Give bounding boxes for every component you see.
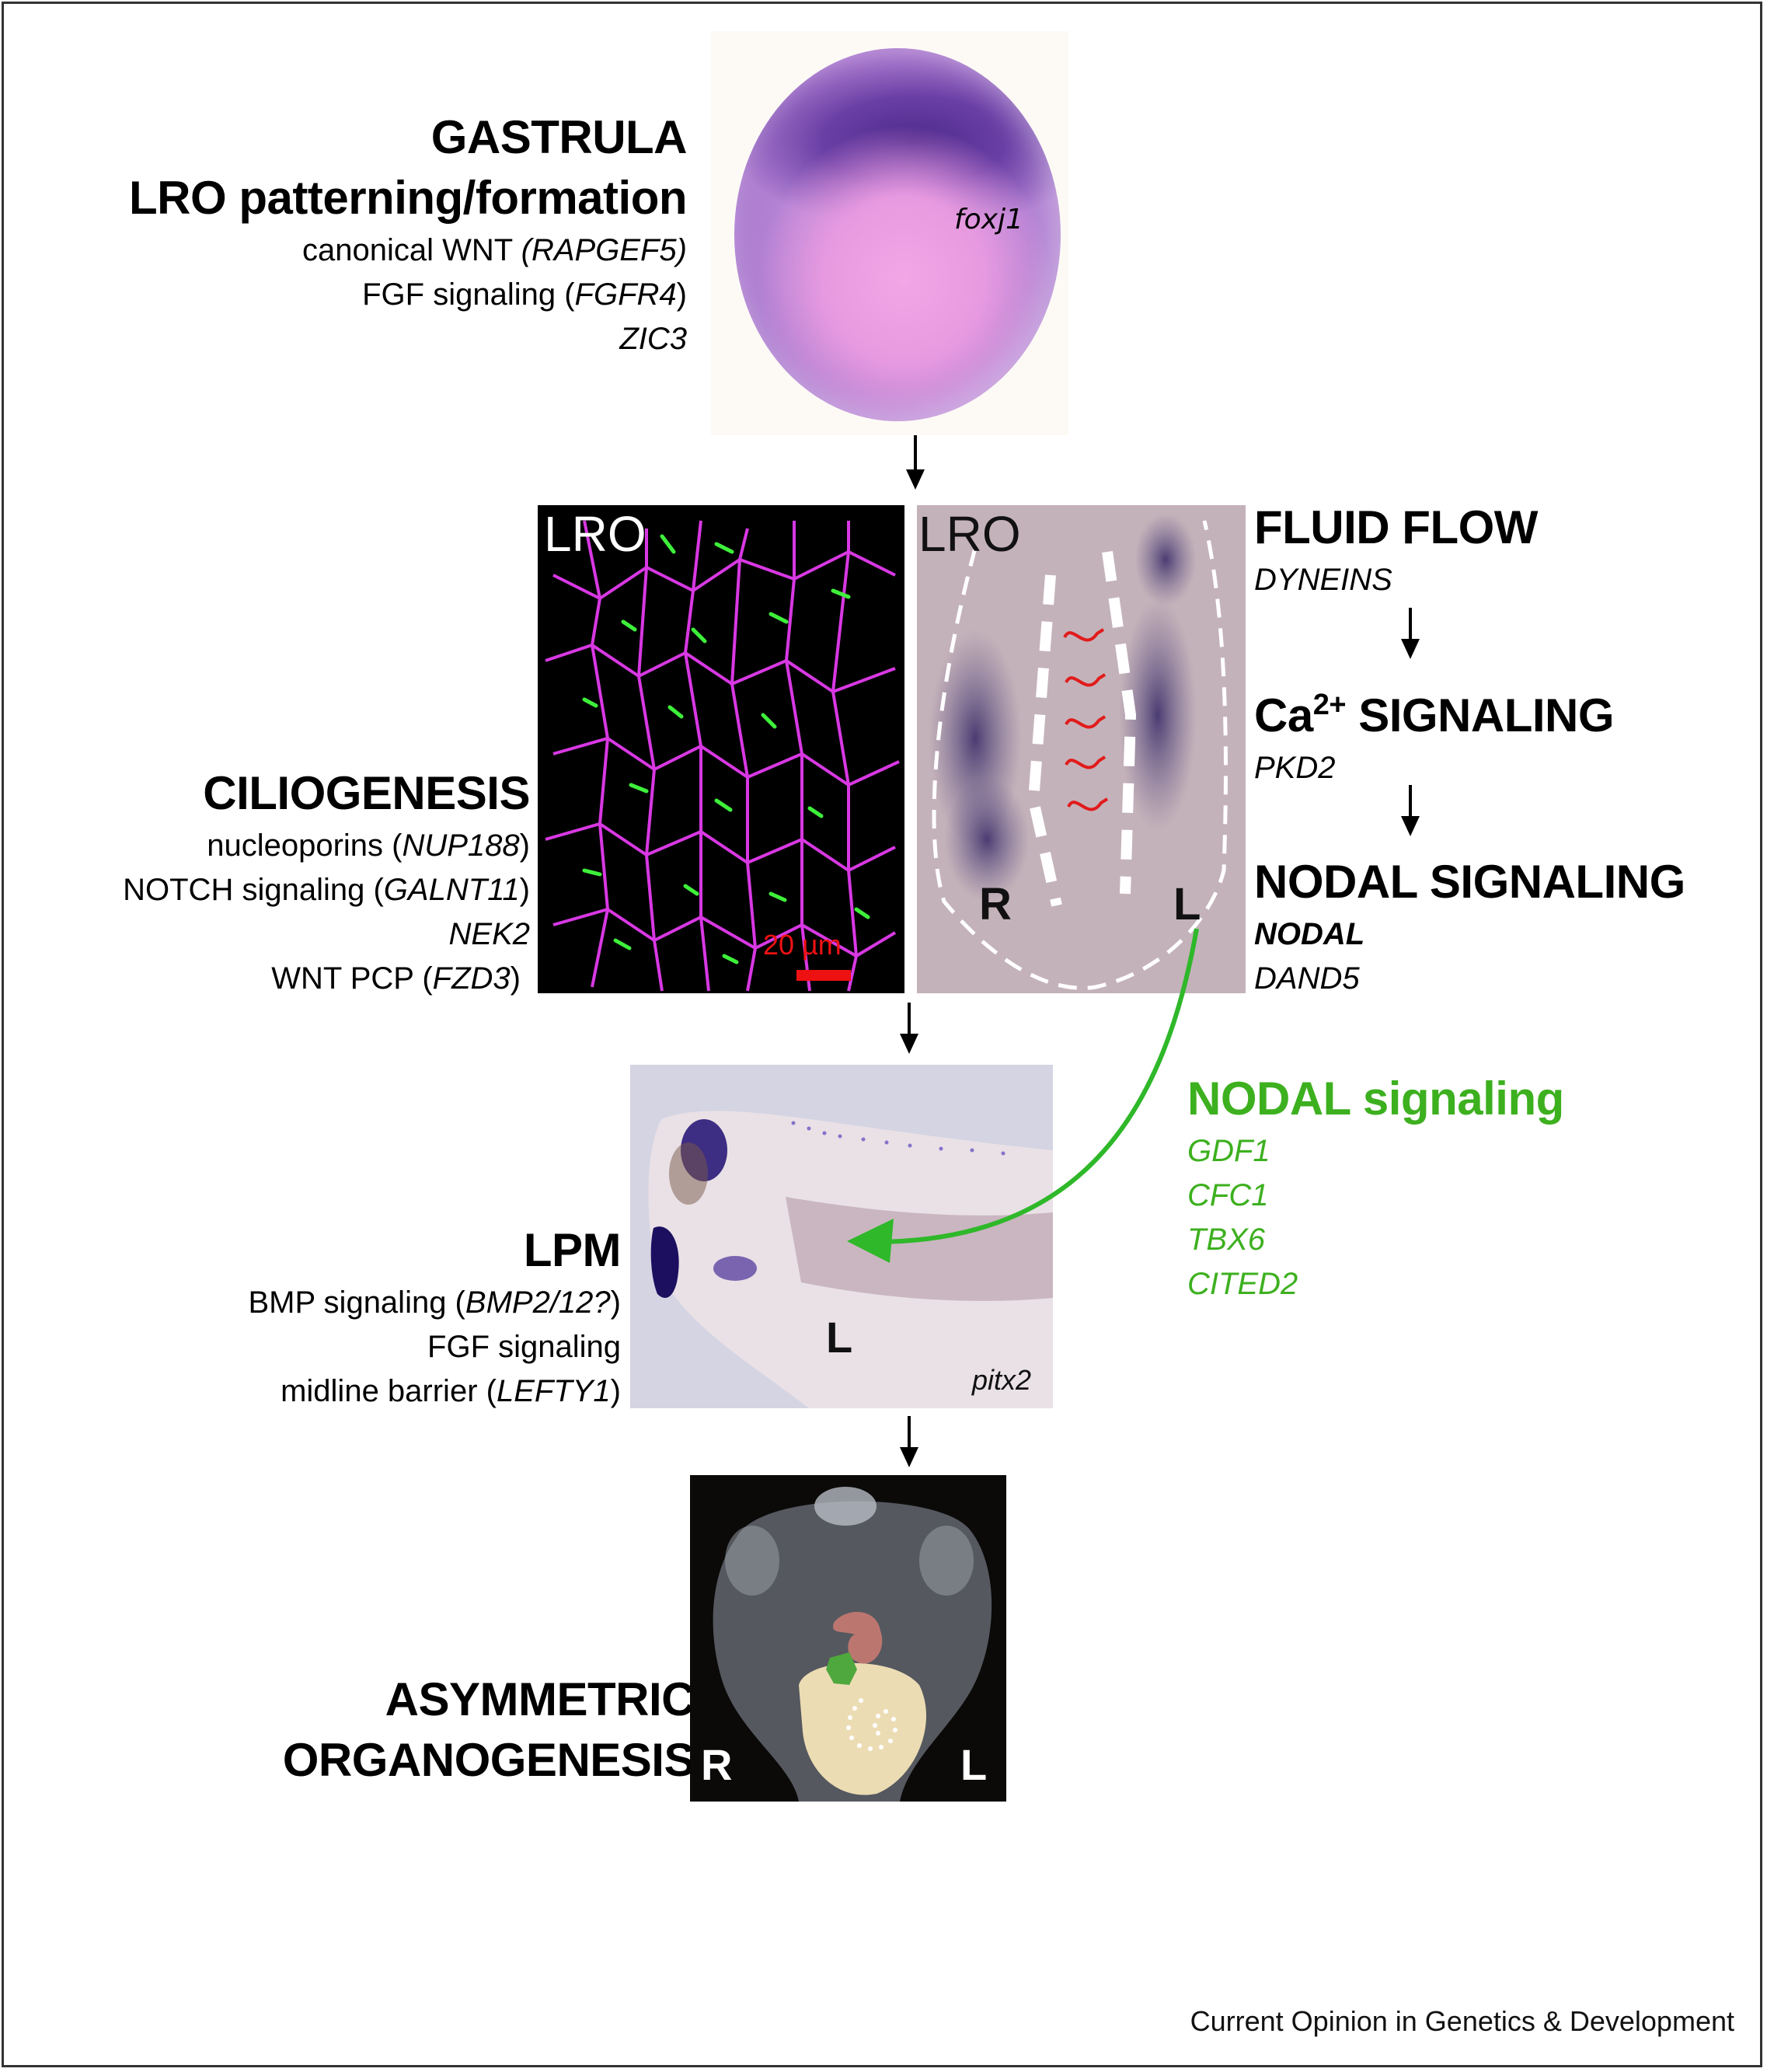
- embryo-sphere: [734, 48, 1061, 421]
- organogenesis-title: ORGANOGENESIS: [282, 1734, 695, 1786]
- ciliogenesis-item: NEK2: [448, 917, 531, 951]
- cited2-gene: CITED2: [1187, 1267, 1298, 1301]
- pkd2-gene: PKD2: [1254, 751, 1336, 785]
- gastrula-title: GASTRULA: [430, 111, 688, 163]
- lro-label: LRO: [918, 506, 1021, 562]
- tbx6-gene: TBX6: [1187, 1223, 1266, 1257]
- green-arrow-head-icon: [847, 1219, 894, 1263]
- dyneins-gene: DYNEINS: [1254, 563, 1392, 597]
- gastrula-text-block: GASTRULA LRO patterning/formation canoni…: [129, 107, 687, 361]
- cilia-cell-network: [545, 520, 900, 992]
- lro-flow-image: LRO R L: [917, 505, 1246, 993]
- right-side-label: R: [979, 879, 1012, 930]
- flow-arrows: [1063, 628, 1109, 811]
- calcium-signaling-block: Ca2+ SIGNALING PKD2: [1254, 675, 1615, 790]
- fluid-flow-block: FLUID FLOW DYNEINS: [1254, 497, 1538, 602]
- scale-bar-label: 20 µm: [763, 929, 842, 961]
- gastrula-embryo-image: [711, 31, 1068, 435]
- lro-confocal-image: LRO 20 µm: [538, 505, 904, 993]
- lro-label: LRO: [544, 506, 647, 562]
- nodal-lpm-block: NODAL signaling GDF1 CFC1 TBX6 CITED2: [1187, 1069, 1564, 1306]
- ciliogenesis-item: nucleoporins (NUP188): [207, 828, 530, 863]
- tadpole-organs-image: R L: [690, 1475, 1006, 1802]
- lpm-title: LPM: [523, 1224, 622, 1276]
- lpm-item: BMP signaling (BMP2/12?): [248, 1285, 621, 1320]
- lpm-text-block: LPM BMP signaling (BMP2/12?) FGF signali…: [248, 1220, 621, 1414]
- ciliogenesis-item: WNT PCP (FZD3): [271, 961, 521, 996]
- organogenesis-text-block: ASYMMETRIC ORGANOGENESIS: [283, 1669, 695, 1791]
- calcium-signaling-title: Ca2+ SIGNALING: [1254, 689, 1615, 741]
- ciliogenesis-title: CILIOGENESIS: [203, 767, 530, 819]
- midline-right-boundary: [1102, 551, 1137, 895]
- green-arrow-path: [870, 928, 1199, 1245]
- ciliogenesis-item: NOTCH signaling (GALNT11): [123, 873, 530, 907]
- nodal-signaling-title: NODAL SIGNALING: [1254, 856, 1685, 908]
- gastrula-item: FGF signaling (FGFR4): [362, 277, 687, 312]
- journal-credit: Current Opinion in Genetics & Developmen…: [1190, 2005, 1734, 2037]
- nodal-gene: NODAL: [1254, 917, 1365, 951]
- pitx2-label: pitx2: [972, 1364, 1032, 1396]
- tadpole-pitx2-image: L pitx2: [630, 1065, 1053, 1408]
- left-side-label: L: [960, 1740, 988, 1789]
- fluid-flow-title: FLUID FLOW: [1254, 501, 1538, 553]
- midline-left-boundary: [1027, 574, 1062, 907]
- asymmetric-title: ASYMMETRIC: [385, 1673, 695, 1725]
- gdf1-gene: GDF1: [1187, 1134, 1270, 1168]
- lpm-item: FGF signaling: [427, 1330, 621, 1364]
- tadpole-illustration: [648, 1111, 1053, 1408]
- lpm-item: midline barrier (LEFTY1): [281, 1374, 621, 1408]
- dand5-gene: DAND5: [1254, 961, 1360, 996]
- nodal-lpm-title: NODAL signaling: [1187, 1073, 1564, 1125]
- lro-outline: [932, 520, 1228, 990]
- foxj1-label: foxj1: [954, 204, 1023, 235]
- gastrula-item: canonical WNT (RAPGEF5): [302, 233, 687, 267]
- scale-bar: [796, 970, 851, 981]
- organ-illustration: [713, 1487, 992, 1802]
- ciliogenesis-text-block: CILIOGENESIS nucleoporins (NUP188) NOTCH…: [123, 763, 530, 1001]
- lro-patterning-title: LRO patterning/formation: [129, 172, 687, 224]
- nodal-signaling-block: NODAL SIGNALING NODAL DAND5: [1254, 852, 1685, 1001]
- right-side-label: R: [701, 1740, 733, 1789]
- left-side-label: L: [826, 1313, 853, 1362]
- left-side-label: L: [1173, 879, 1201, 930]
- lro-flow-schematic: [929, 513, 1228, 990]
- cfc1-gene: CFC1: [1187, 1178, 1269, 1212]
- gastrula-item: ZIC3: [619, 322, 687, 356]
